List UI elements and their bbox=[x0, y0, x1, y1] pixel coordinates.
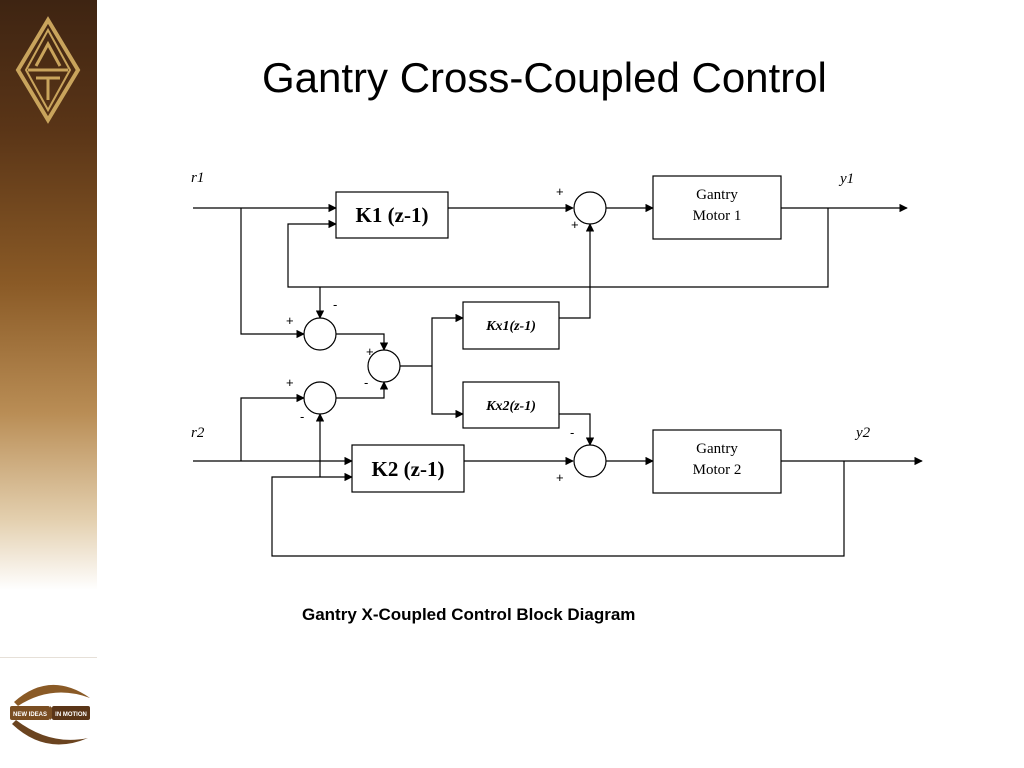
sum1-junction bbox=[573, 191, 607, 225]
sign-sum-b-left: + bbox=[286, 375, 294, 390]
kx1-label: Kx1(z-1) bbox=[485, 319, 536, 334]
wire-y1-feedback bbox=[287, 208, 829, 288]
kx2-block bbox=[462, 381, 560, 429]
motor2-label-line2: Motor 2 bbox=[693, 462, 742, 478]
swoosh-lower-icon bbox=[12, 720, 88, 745]
sign-sum-c-top: + bbox=[366, 344, 374, 359]
k1-block bbox=[335, 191, 449, 239]
r1-label: r1 bbox=[191, 170, 204, 186]
motor1-label-line2: Motor 1 bbox=[693, 208, 742, 224]
sign-sum-c-bottom: - bbox=[364, 375, 368, 390]
motor1-block bbox=[652, 175, 782, 240]
wire-r2-to-sum-b bbox=[240, 393, 305, 461]
diagram-caption: Gantry X-Coupled Control Block Diagram bbox=[302, 605, 636, 624]
sign-sum2-bottom: + bbox=[556, 470, 564, 485]
kx1-block bbox=[462, 301, 560, 350]
wire-kx2-to-sum2 bbox=[559, 413, 595, 446]
sum-a-junction bbox=[303, 317, 337, 351]
y2-label: y2 bbox=[854, 425, 871, 441]
k2-label: K2 (z-1) bbox=[372, 457, 445, 481]
wire-to-kx1 bbox=[431, 313, 464, 366]
wire-to-kx2 bbox=[431, 366, 464, 419]
motor1-label-line1: Gantry bbox=[696, 187, 738, 203]
slide-title: Gantry Cross-Coupled Control bbox=[262, 54, 827, 101]
wire-sum-a-to-sum-c bbox=[336, 333, 389, 351]
kx2-label: Kx2(z-1) bbox=[485, 399, 536, 414]
sum-c-junction bbox=[367, 349, 401, 383]
sum2-junction bbox=[573, 444, 607, 478]
wire-kx1-to-sum1 bbox=[559, 223, 595, 319]
logo-left-text: NEW IDEAS bbox=[13, 712, 47, 718]
motor2-block bbox=[652, 429, 782, 494]
sign-sum1-bottom: + bbox=[571, 217, 579, 232]
new-ideas-in-motion-logo: NEW IDEAS IN MOTION bbox=[10, 684, 90, 745]
block-diagram: K1 (z-1) K2 (z-1) Kx1(z-1) Kx2(z-1) Gant… bbox=[191, 170, 923, 557]
wire-y2-feedback bbox=[271, 461, 845, 557]
motor2-label-line1: Gantry bbox=[696, 441, 738, 457]
sign-sum1-left: + bbox=[556, 184, 564, 199]
r2-label: r2 bbox=[191, 425, 205, 441]
swoosh-upper-icon bbox=[14, 684, 90, 706]
diamond-at-logo-icon bbox=[15, 16, 81, 124]
y1-label: y1 bbox=[838, 171, 854, 187]
k2-block bbox=[351, 444, 465, 493]
sign-sum2-top: - bbox=[570, 425, 574, 440]
wire-sum-b-to-sum-c bbox=[336, 381, 389, 399]
k1-label: K1 (z-1) bbox=[356, 203, 429, 227]
sidebar-divider bbox=[0, 657, 97, 658]
sign-sum-b-bottom: - bbox=[300, 409, 304, 424]
logo-right-text: IN MOTION bbox=[55, 712, 87, 718]
sign-sum-a-top: - bbox=[333, 297, 337, 312]
sign-sum-a-left: + bbox=[286, 313, 294, 328]
sum-b-junction bbox=[303, 381, 337, 415]
wire-r1-to-sum-a bbox=[240, 208, 305, 339]
sidebar-band bbox=[0, 0, 97, 590]
